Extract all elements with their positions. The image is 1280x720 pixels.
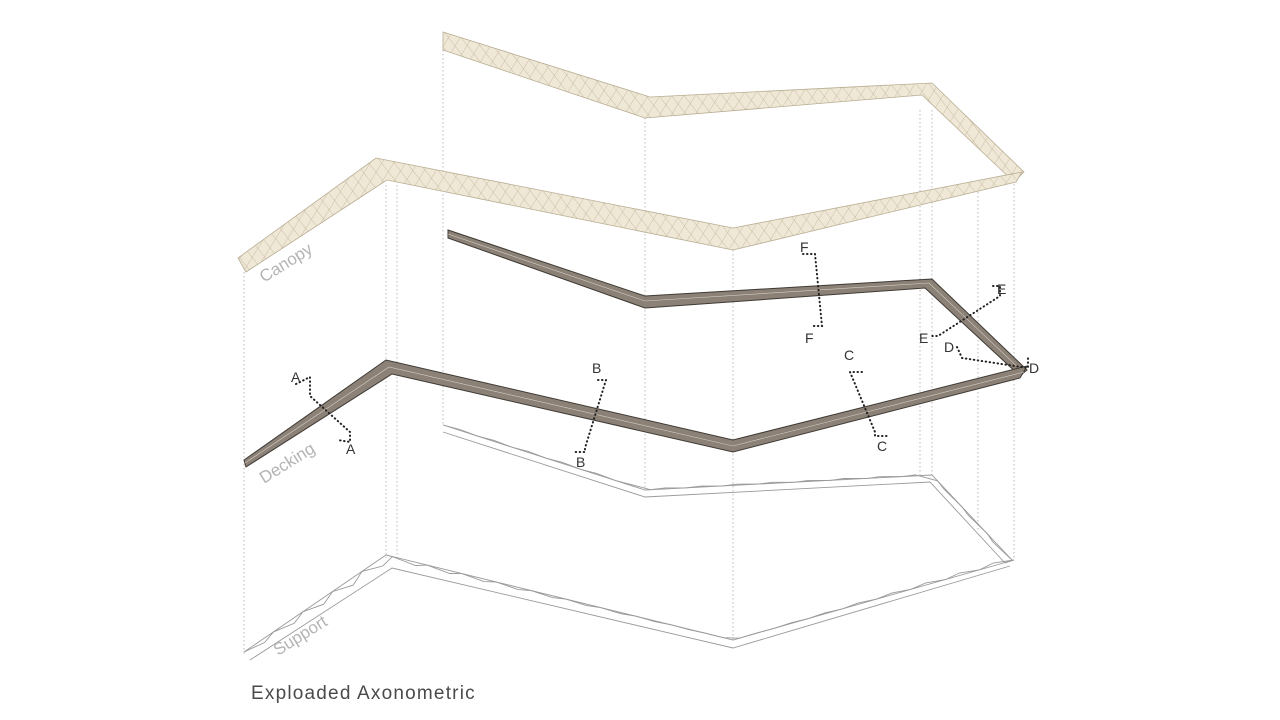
guide-lines	[243, 50, 1015, 655]
section-c-label-end: C	[877, 438, 887, 454]
section-d-label-end: D	[1029, 360, 1039, 376]
decking-front-strip	[243, 359, 1029, 468]
diagram-caption: Exploaded Axonometric	[251, 683, 476, 704]
decking-back-strip	[447, 229, 1028, 377]
section-c-label-start: C	[844, 347, 854, 363]
section-a-label-start: A	[291, 369, 301, 385]
section-b-label-start: B	[592, 360, 601, 376]
section-d-label-start: D	[944, 339, 954, 355]
canopy-layer	[237, 31, 1025, 273]
section-a-label-end: A	[346, 441, 356, 457]
section-e-label-end: E	[919, 330, 928, 346]
decking-layer	[243, 229, 1029, 468]
section-b-label-end: B	[576, 454, 585, 470]
support-layer	[243, 424, 1015, 661]
section-f-label-start: F	[800, 239, 809, 255]
section-e-label-start: E	[997, 281, 1006, 297]
support-label: Support	[270, 612, 331, 660]
section-cuts	[295, 253, 1029, 453]
section-f-label-end: F	[805, 330, 814, 346]
